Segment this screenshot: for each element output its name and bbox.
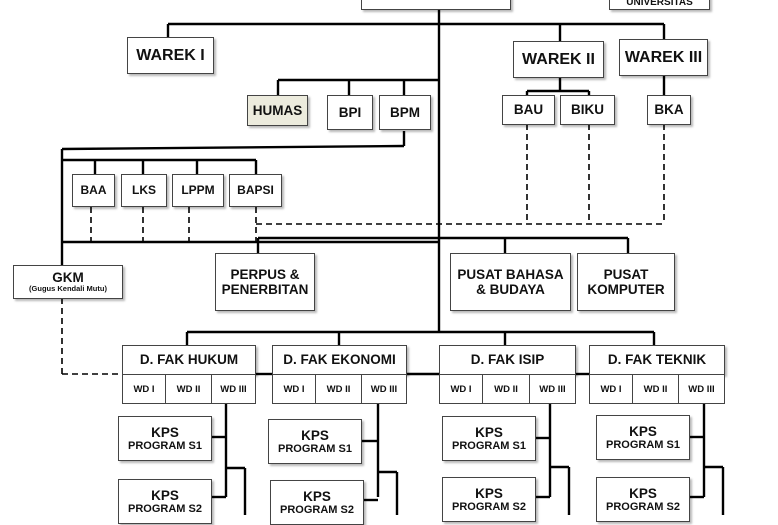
perpus-box: PERPUS & PENERBITAN <box>215 253 315 311</box>
wd-label: WD II <box>643 383 668 395</box>
wd-label: WD I <box>283 383 305 395</box>
kps-program: PROGRAM S1 <box>278 442 352 455</box>
bka-label: BKA <box>654 102 684 118</box>
warek-3-label: WAREK III <box>624 48 703 66</box>
kps-title: KPS <box>629 423 657 439</box>
warek-1-label: WAREK I <box>136 46 205 64</box>
wd-label: WD I <box>600 383 622 395</box>
wd-label: WD II <box>494 383 518 395</box>
biku-label: BIKU <box>571 102 604 118</box>
teknik-kps-s1: KPS PROGRAM S1 <box>596 415 690 460</box>
faculty-teknik-box: D. FAK TEKNIK <box>589 345 725 375</box>
university-box: UNIVERSITAS <box>609 0 710 10</box>
bapsi-box: BAPSI <box>229 174 282 207</box>
warek-2-box: WAREK II <box>513 41 604 78</box>
pusat-bahasa-label: PUSAT BAHASA & BUDAYA <box>457 266 564 297</box>
wd-label: WD I <box>133 383 155 395</box>
wd-label: WD III <box>539 383 566 395</box>
rector-box <box>361 0 511 10</box>
faculty-hukum-label: D. FAK HUKUM <box>139 352 239 368</box>
university-label: UNIVERSITAS <box>626 0 693 8</box>
faculty-ekonomi-box: D. FAK EKONOMI <box>272 345 407 375</box>
hukum-wd2: WD II <box>165 374 212 404</box>
bpi-box: BPI <box>327 95 373 130</box>
kps-title: KPS <box>303 488 331 504</box>
wd-label: WD III <box>220 383 247 395</box>
teknik-wd3: WD III <box>678 374 725 404</box>
lppm-box: LPPM <box>172 174 224 207</box>
bka-box: BKA <box>647 95 691 125</box>
wd-label: WD II <box>326 383 351 395</box>
gkm-label: GKM <box>52 270 84 286</box>
kps-title: KPS <box>151 487 179 503</box>
faculty-teknik-label: D. FAK TEKNIK <box>607 352 707 368</box>
baa-label: BAA <box>80 182 107 197</box>
ekonomi-wd1: WD I <box>272 374 316 404</box>
isip-wd2: WD II <box>482 374 530 404</box>
bpi-label: BPI <box>338 104 362 120</box>
kps-title: KPS <box>475 424 503 440</box>
kps-program: PROGRAM S2 <box>280 503 354 516</box>
lks-box: LKS <box>121 174 167 207</box>
hukum-wd3: WD III <box>211 374 256 404</box>
kps-title: KPS <box>475 485 503 501</box>
warek-2-label: WAREK II <box>522 50 595 68</box>
wd-label: WD I <box>450 383 472 395</box>
ekonomi-wd3: WD III <box>361 374 407 404</box>
kps-program: PROGRAM S2 <box>606 500 680 513</box>
pusat-bahasa-box: PUSAT BAHASA & BUDAYA <box>450 253 571 311</box>
isip-wd3: WD III <box>529 374 576 404</box>
warek-1-box: WAREK I <box>127 37 214 74</box>
faculty-hukum-box: D. FAK HUKUM <box>122 345 256 375</box>
kps-program: PROGRAM S2 <box>128 502 202 515</box>
faculty-ekonomi-label: D. FAK EKONOMI <box>283 352 396 368</box>
baa-box: BAA <box>72 174 115 207</box>
teknik-wd2: WD II <box>632 374 679 404</box>
faculty-isip-label: D. FAK ISIP <box>470 352 545 368</box>
bapsi-label: BAPSI <box>237 182 274 197</box>
gkm-box: GKM (Gugus Kendali Mutu) <box>13 265 123 299</box>
ekonomi-kps-s1: KPS PROGRAM S1 <box>268 419 362 464</box>
faculty-isip-box: D. FAK ISIP <box>439 345 576 375</box>
wd-label: WD III <box>688 383 715 395</box>
hukum-wd1: WD I <box>122 374 166 404</box>
kps-title: KPS <box>301 427 329 443</box>
gkm-subtitle: (Gugus Kendali Mutu) <box>29 284 107 294</box>
wd-label: WD II <box>176 383 201 395</box>
kps-program: PROGRAM S1 <box>606 438 680 451</box>
kps-title: KPS <box>151 424 179 440</box>
hukum-kps-s2: KPS PROGRAM S2 <box>118 479 212 524</box>
humas-box: HUMAS <box>247 95 308 126</box>
bau-box: BAU <box>502 95 555 125</box>
lks-label: LKS <box>132 182 156 197</box>
teknik-kps-s2: KPS PROGRAM S2 <box>596 477 690 522</box>
perpus-label: PERPUS & PENERBITAN <box>221 266 309 297</box>
ekonomi-wd2: WD II <box>315 374 362 404</box>
humas-label: HUMAS <box>252 102 303 118</box>
kps-title: KPS <box>629 485 657 501</box>
lppm-label: LPPM <box>181 182 215 197</box>
isip-wd1: WD I <box>439 374 483 404</box>
bpm-label: BPM <box>390 104 420 120</box>
pusat-komputer-label: PUSAT KOMPUTER <box>587 266 665 297</box>
kps-program: PROGRAM S1 <box>452 439 526 452</box>
ekonomi-kps-s2: KPS PROGRAM S2 <box>270 480 364 525</box>
isip-kps-s2: KPS PROGRAM S2 <box>442 477 536 522</box>
biku-box: BIKU <box>560 95 615 125</box>
teknik-wd1: WD I <box>589 374 633 404</box>
hukum-kps-s1: KPS PROGRAM S1 <box>118 416 212 461</box>
kps-program: PROGRAM S1 <box>128 439 202 452</box>
wd-label: WD III <box>370 383 398 395</box>
bpm-box: BPM <box>379 95 431 130</box>
pusat-komputer-box: PUSAT KOMPUTER <box>577 253 675 311</box>
warek-3-box: WAREK III <box>619 39 708 76</box>
isip-kps-s1: KPS PROGRAM S1 <box>442 416 536 461</box>
bau-label: BAU <box>513 102 544 118</box>
kps-program: PROGRAM S2 <box>452 500 526 513</box>
